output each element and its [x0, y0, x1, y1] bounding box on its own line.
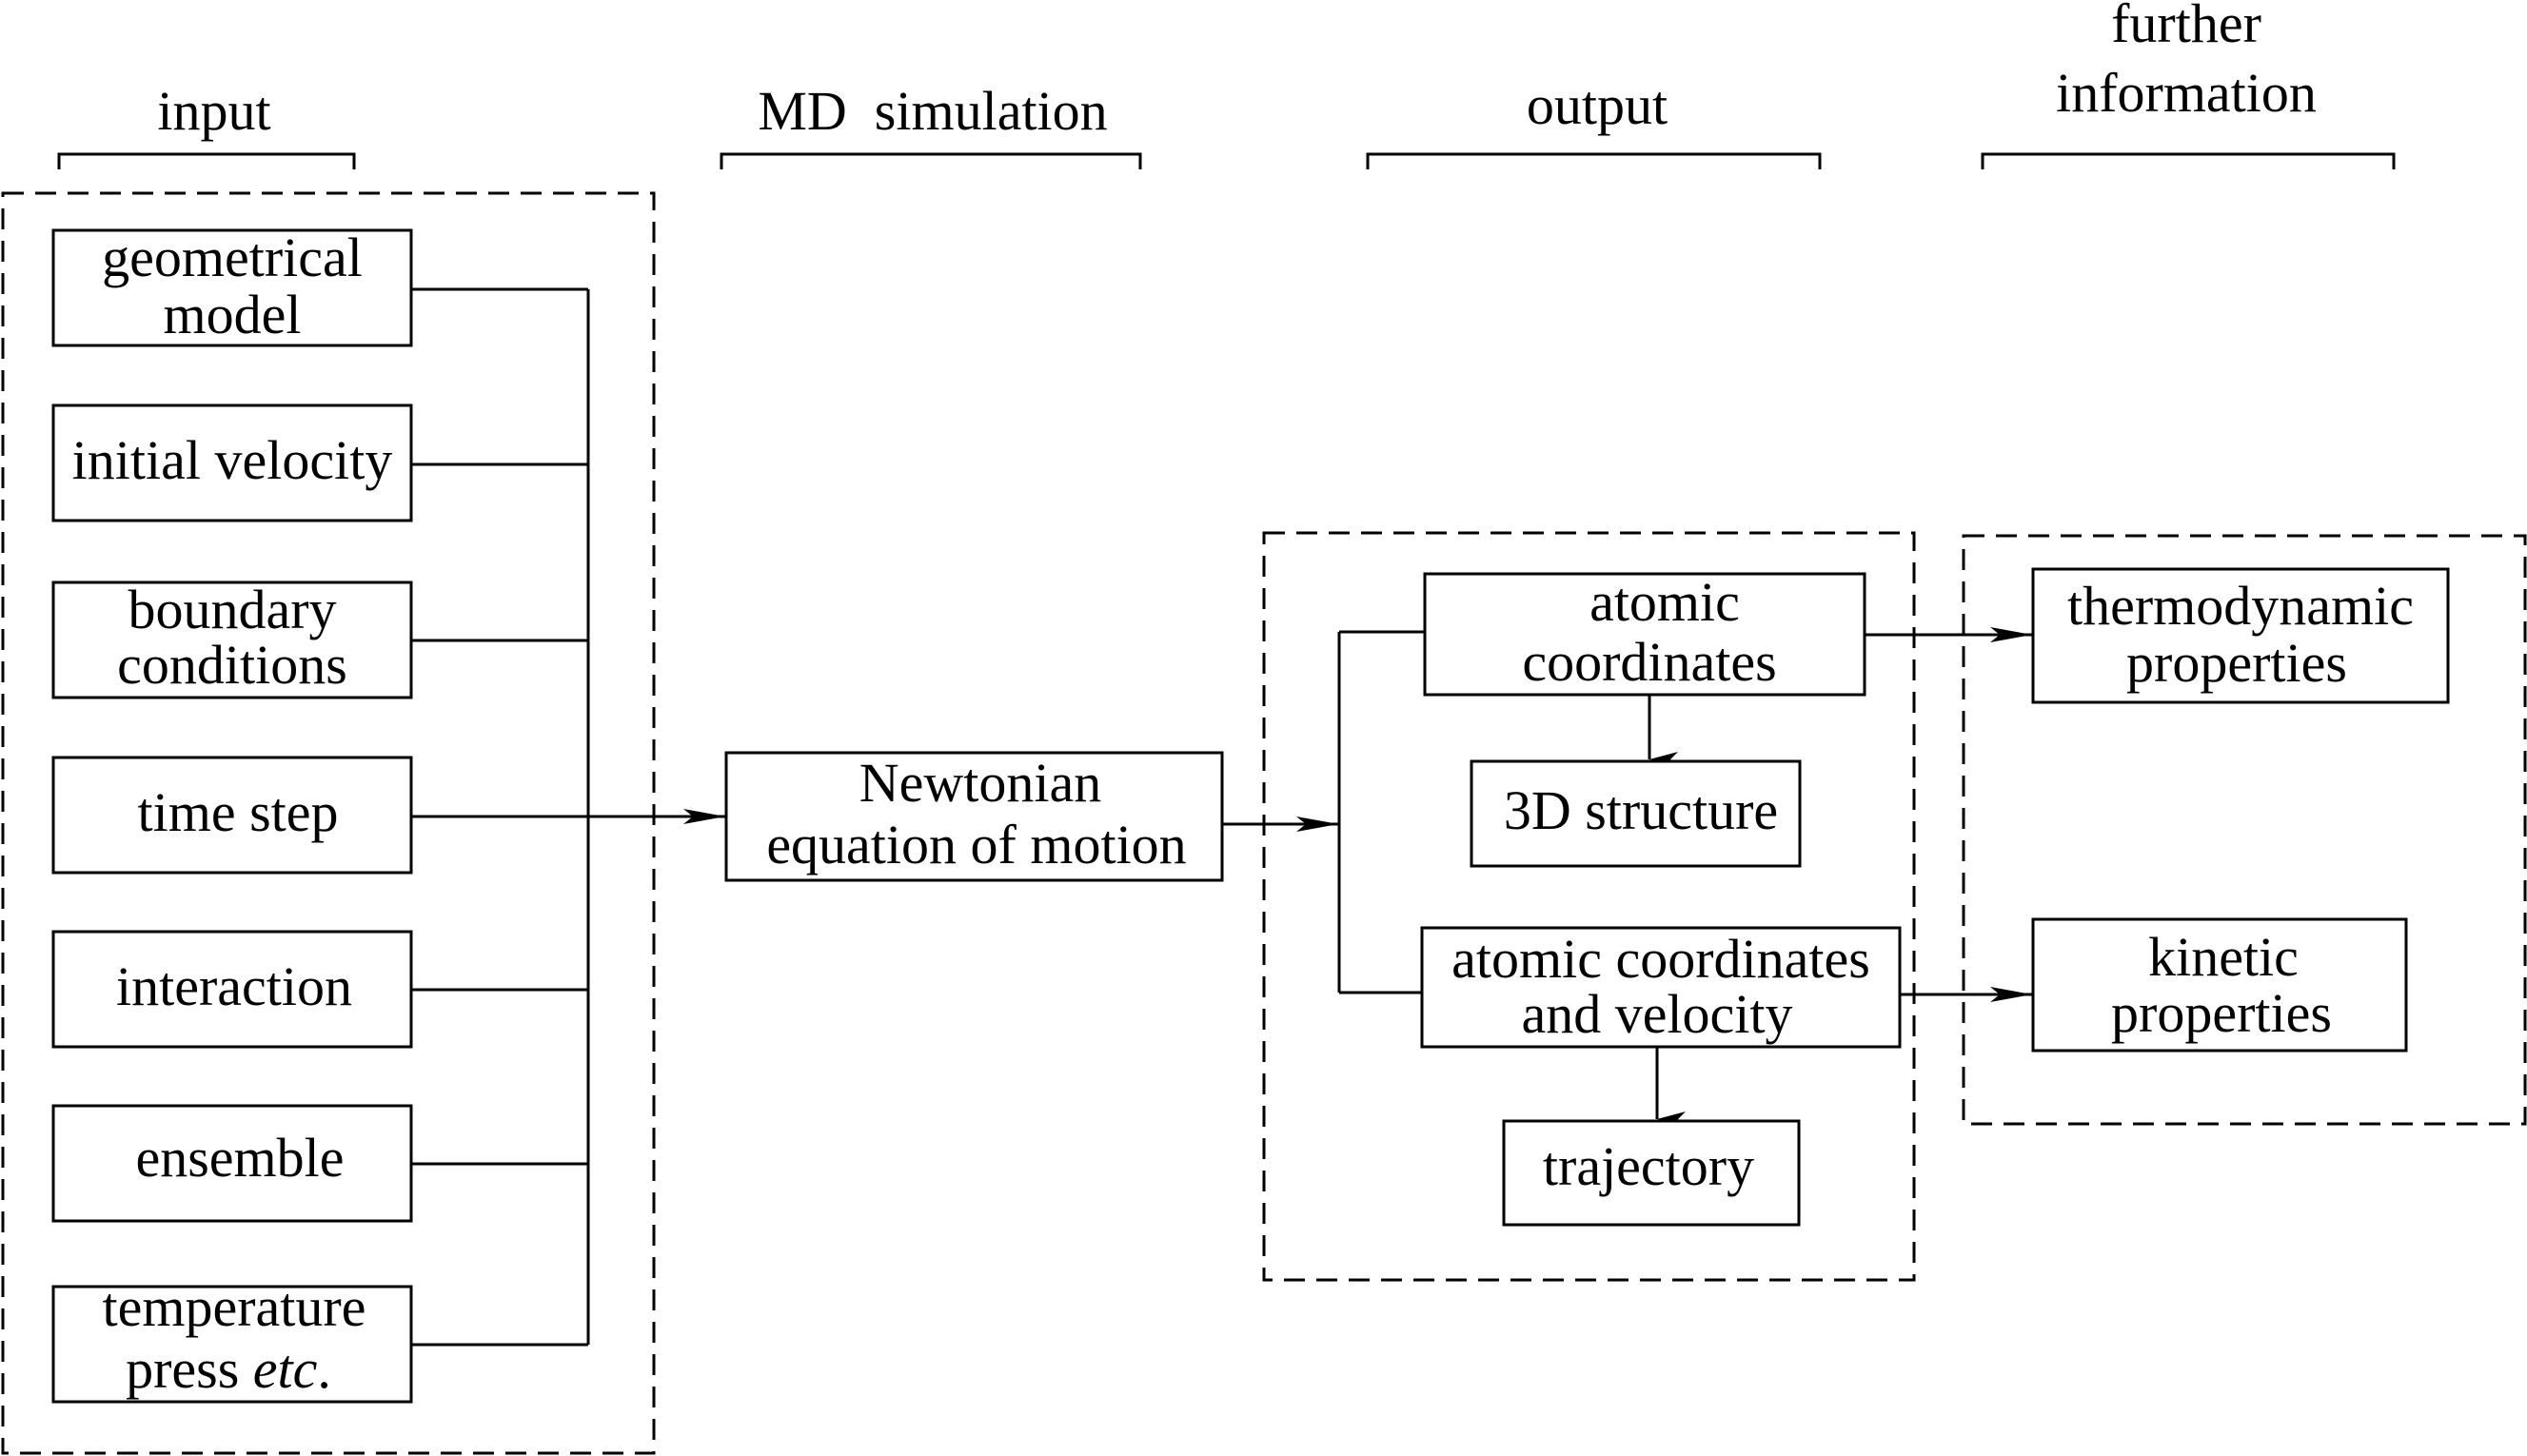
label: 3D structure [1504, 779, 1778, 841]
further-group-frame [1962, 534, 2527, 1126]
input-temperature-press: temperature press etc. [51, 1276, 413, 1404]
output-atomic-coordinates: atomic coordinates [1423, 571, 1866, 697]
label: equation of motion [766, 814, 1186, 876]
label: kinetic [2148, 926, 2299, 988]
further-thermodynamic-properties: thermodynamic properties [2031, 567, 2450, 704]
header-further-bracket [1981, 152, 2396, 169]
label: boundary [128, 579, 336, 640]
label: trajectory [1543, 1135, 1754, 1197]
input-geometrical-model: geometrical model [51, 226, 413, 347]
label: geometrical [102, 226, 363, 288]
label: thermodynamic [2067, 575, 2414, 637]
header-further-line1: further [2111, 0, 2261, 54]
simulation-newtonian-equation: Newtonian equation of motion [724, 751, 1224, 882]
output-trajectory: trajectory [1502, 1119, 1801, 1227]
input-group-frame [1, 191, 656, 1455]
output-group-frame [1262, 531, 1916, 1282]
further-kinetic-properties: kinetic properties [2031, 917, 2408, 1053]
label: interaction [116, 955, 352, 1017]
header-md-simulation-bracket [720, 152, 1142, 169]
label: temperature [103, 1276, 366, 1338]
label: ensemble [135, 1127, 344, 1189]
input-interaction: interaction [51, 930, 413, 1049]
header-input-bracket [57, 152, 356, 169]
header-md-simulation: MD simulation [758, 80, 1107, 142]
label: model [164, 284, 302, 345]
label: and velocity [1521, 983, 1792, 1045]
output-atomic-coordinates-velocity: atomic coordinates and velocity [1420, 926, 1902, 1049]
output-3d-structure: 3D structure [1470, 759, 1802, 868]
input-time-step: time step [51, 756, 413, 875]
label: atomic [1589, 571, 1740, 633]
output-bus [1337, 630, 1425, 994]
input-boundary-conditions: boundary conditions [51, 579, 413, 699]
label: initial velocity [72, 429, 393, 491]
label: coordinates [1522, 631, 1776, 693]
label: Newtonian [859, 752, 1102, 814]
label: press etc. [126, 1338, 331, 1400]
input-ensemble: ensemble [51, 1104, 413, 1223]
header-input: input [157, 80, 270, 142]
header-further-line2: information [2056, 62, 2317, 124]
label: time step [137, 781, 338, 843]
header-output-bracket [1366, 152, 1822, 169]
input-initial-velocity: initial velocity [51, 403, 413, 522]
label: conditions [117, 634, 347, 696]
header-output: output [1527, 74, 1668, 136]
label: atomic coordinates [1451, 928, 1870, 990]
label: properties [2111, 982, 2332, 1044]
label: properties [2126, 632, 2347, 694]
